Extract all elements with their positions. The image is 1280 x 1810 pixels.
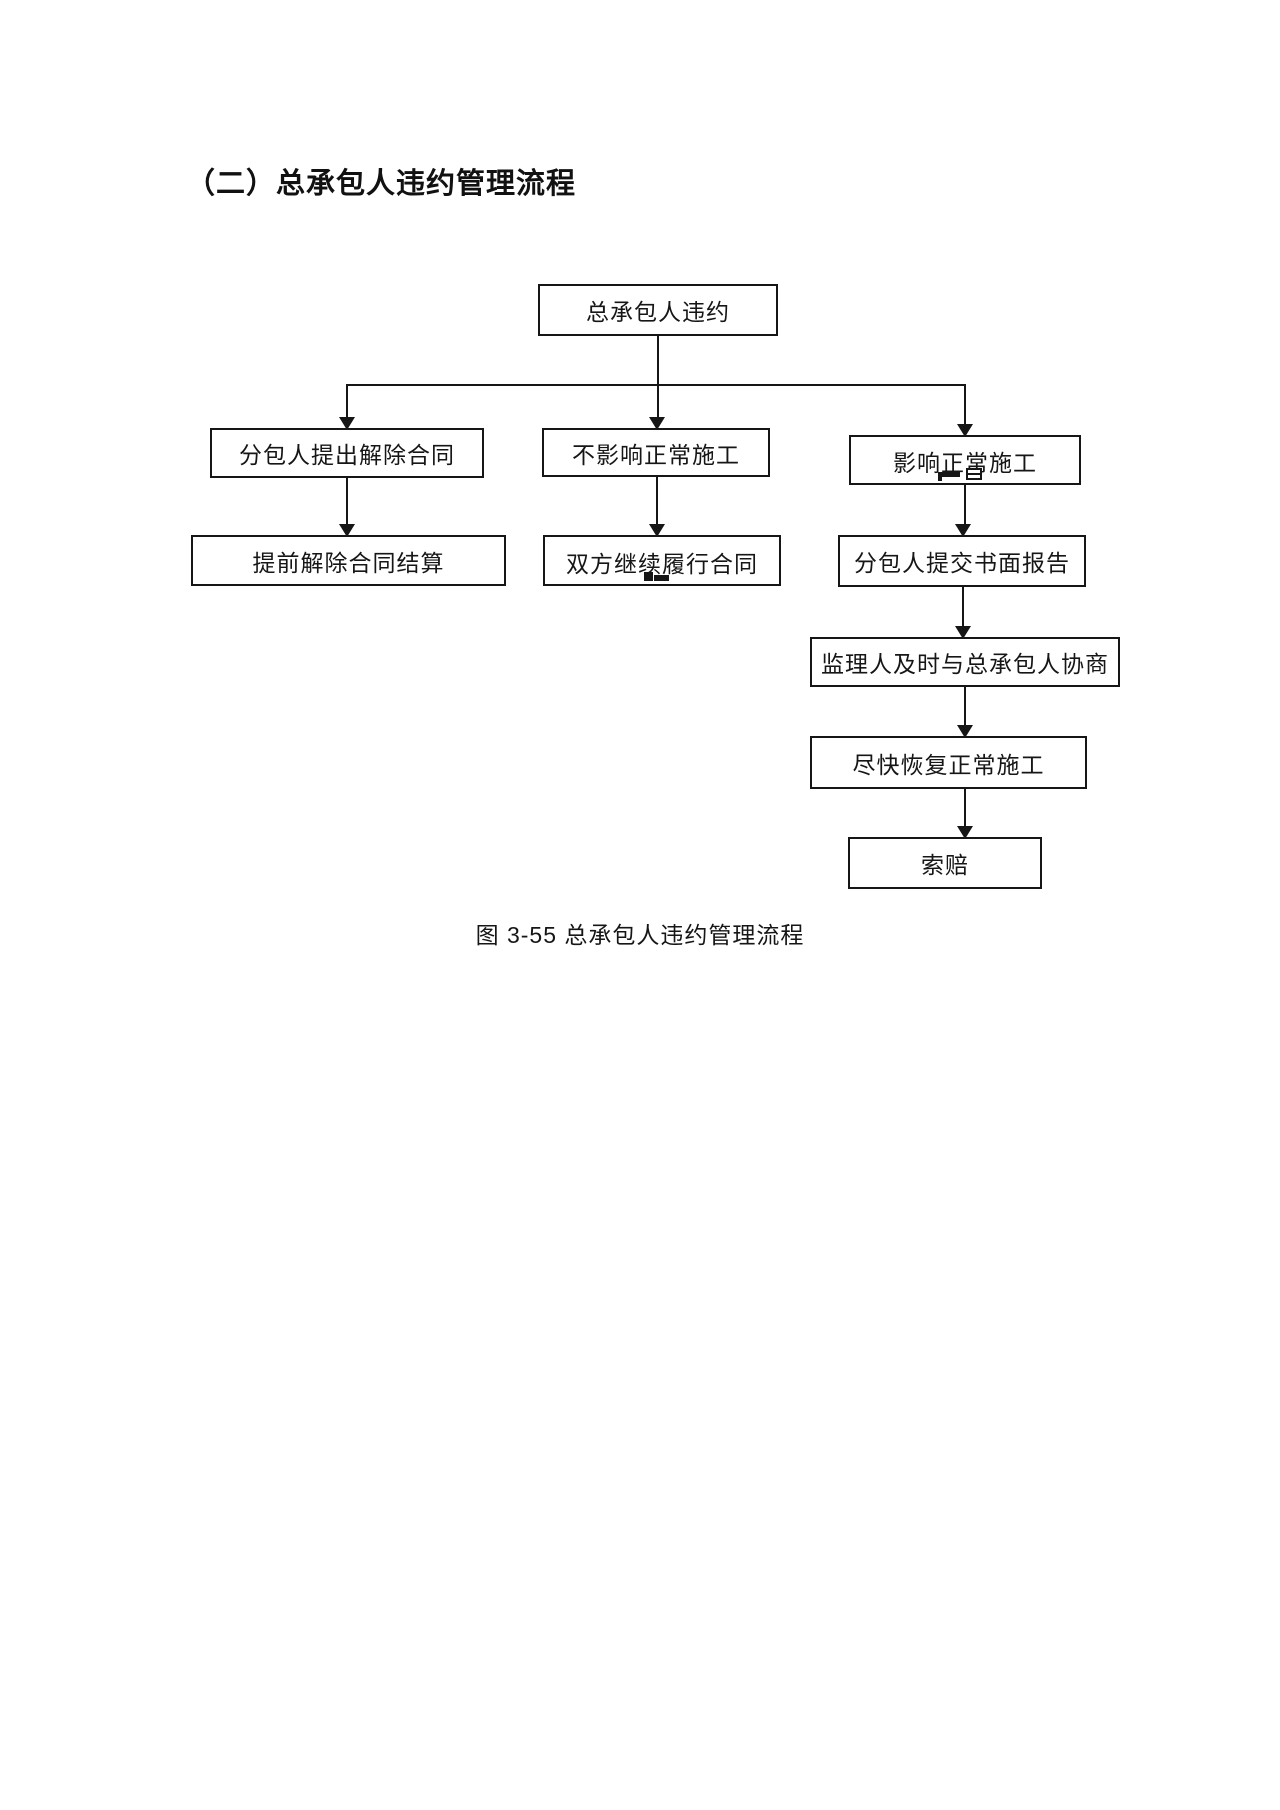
arrow-down-icon [339,524,355,537]
connector-branch-right-drop [964,386,966,427]
arrow-down-icon [649,524,665,537]
connector-e-f [964,789,966,830]
section-heading: （二）总承包人违约管理流程 [186,168,577,200]
connector-branch-left-drop [346,386,348,420]
arrow-down-icon [955,524,971,537]
arrow-down-icon [957,826,973,839]
node-contractor-breach: 总承包人违约 [538,284,778,336]
node-impacts-construction: 影响正常施工 [849,435,1081,485]
node-continue-performing-contract: 双方继续履行合同 [543,535,781,586]
connector-b2-c2 [656,477,658,528]
connector-c3-d [962,587,964,630]
node-no-impact-on-construction: 不影响正常施工 [542,428,770,477]
smudge-mark [644,571,672,582]
arrow-down-icon [957,424,973,437]
connector-b1-c1 [346,478,348,528]
arrow-down-icon [957,725,973,738]
arrow-down-icon [955,626,971,639]
node-subcontractor-proposes-termination: 分包人提出解除合同 [210,428,484,478]
node-supervisor-negotiates-with-contractor: 监理人及时与总承包人协商 [810,637,1120,687]
connector-b3-c3 [964,485,966,528]
arrow-down-icon [339,417,355,430]
figure-caption: 图 3-55 总承包人违约管理流程 [475,922,805,948]
connector-branch-bar [346,384,966,386]
smudge-mark [938,465,986,481]
node-submit-written-report: 分包人提交书面报告 [838,535,1086,587]
node-claim: 索赔 [848,837,1042,889]
connector-d-e [964,687,966,729]
connector-root-stem [657,336,659,420]
node-resume-normal-construction: 尽快恢复正常施工 [810,736,1087,789]
node-early-termination-settlement: 提前解除合同结算 [191,535,506,586]
arrow-down-icon [649,417,665,430]
